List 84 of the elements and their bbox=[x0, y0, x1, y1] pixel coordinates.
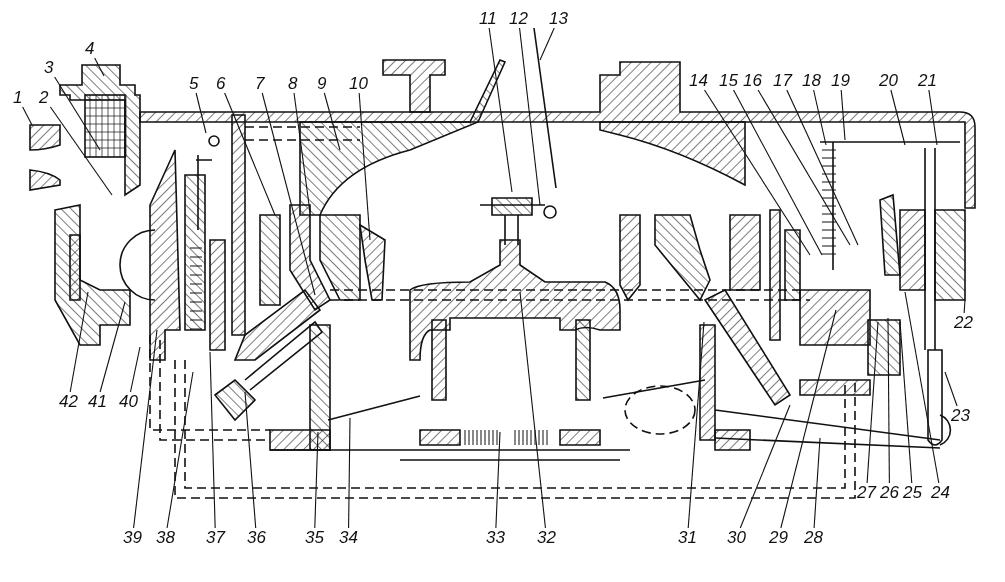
leader-line bbox=[495, 431, 501, 529]
leader-line bbox=[813, 437, 821, 529]
callout-number: 34 bbox=[338, 529, 359, 546]
callout-number: 13 bbox=[548, 10, 569, 27]
leader-line bbox=[887, 317, 890, 484]
leader-line bbox=[519, 291, 546, 529]
leader-line bbox=[704, 89, 811, 256]
leader-line bbox=[69, 291, 89, 393]
leader-line bbox=[687, 321, 705, 529]
leader-line bbox=[780, 309, 837, 529]
leader-line bbox=[348, 417, 351, 529]
leader-line bbox=[757, 89, 851, 246]
leader-line bbox=[224, 92, 276, 216]
leader-line bbox=[261, 92, 316, 296]
leader-line bbox=[866, 321, 879, 484]
leader-line bbox=[49, 106, 113, 196]
leader-line bbox=[899, 321, 913, 484]
leader-line bbox=[22, 106, 33, 126]
callout-number: 31 bbox=[677, 529, 698, 546]
callout-number: 4 bbox=[84, 40, 96, 57]
leader-line bbox=[904, 291, 940, 484]
callout-number: 17 bbox=[772, 72, 793, 89]
callout-number: 40 bbox=[118, 393, 139, 410]
leader-line bbox=[314, 431, 319, 529]
callout-number: 19 bbox=[830, 72, 851, 89]
leader-line bbox=[293, 92, 311, 213]
leader-line bbox=[488, 27, 513, 193]
callout-number: 38 bbox=[155, 529, 176, 546]
callout-number: 36 bbox=[246, 529, 267, 546]
callout-number: 26 bbox=[879, 484, 900, 501]
leader-line bbox=[733, 89, 823, 256]
callout-number: 9 bbox=[316, 75, 328, 92]
callout-number: 8 bbox=[287, 75, 299, 92]
callout-number: 21 bbox=[917, 72, 938, 89]
callout-number: 10 bbox=[348, 75, 369, 92]
callout-number: 30 bbox=[726, 529, 747, 546]
leader-line bbox=[813, 89, 827, 146]
leader-line bbox=[840, 89, 846, 141]
leader-line bbox=[166, 371, 194, 529]
callout-number: 6 bbox=[215, 75, 227, 92]
callout-number: 11 bbox=[478, 10, 498, 27]
leader-line bbox=[323, 92, 341, 151]
leader-line bbox=[539, 27, 555, 61]
callout-number: 25 bbox=[902, 484, 923, 501]
leader-line bbox=[244, 391, 257, 529]
callout-number: 23 bbox=[950, 407, 971, 424]
callout-number: 37 bbox=[205, 529, 226, 546]
callout-number: 24 bbox=[930, 484, 951, 501]
callout-number: 32 bbox=[536, 529, 557, 546]
leader-line bbox=[786, 89, 859, 246]
leader-line bbox=[99, 301, 126, 393]
callout-number: 39 bbox=[122, 529, 143, 546]
leader-line bbox=[195, 92, 207, 134]
callout-number: 15 bbox=[718, 72, 739, 89]
leader-line bbox=[358, 92, 371, 241]
leader-line bbox=[928, 89, 938, 146]
callout-number: 1 bbox=[12, 89, 24, 106]
callout-number: 16 bbox=[742, 72, 763, 89]
leader-line bbox=[129, 346, 141, 393]
callout-number: 20 bbox=[878, 72, 899, 89]
leader-line bbox=[209, 351, 216, 529]
leader-line bbox=[944, 371, 958, 407]
callout-number: 12 bbox=[508, 10, 529, 27]
leader-line bbox=[963, 299, 966, 314]
callout-number: 2 bbox=[38, 89, 50, 106]
callout-number: 7 bbox=[254, 75, 266, 92]
leader-line bbox=[133, 329, 158, 529]
callout-number: 41 bbox=[87, 393, 108, 410]
callout-number: 28 bbox=[803, 529, 824, 546]
leader-line bbox=[739, 404, 791, 529]
callout-number: 42 bbox=[58, 393, 79, 410]
callout-number: 35 bbox=[304, 529, 325, 546]
leader-line bbox=[94, 57, 105, 77]
callout-number: 3 bbox=[43, 59, 55, 76]
leader-line bbox=[519, 27, 541, 206]
callout-number: 27 bbox=[856, 484, 877, 501]
callout-number: 29 bbox=[768, 529, 789, 546]
callout-number: 14 bbox=[688, 72, 709, 89]
leader-line bbox=[54, 76, 101, 151]
callout-number: 22 bbox=[953, 314, 974, 331]
callout-number: 5 bbox=[188, 75, 200, 92]
leader-line bbox=[890, 89, 906, 146]
callout-number: 18 bbox=[801, 72, 822, 89]
callout-number: 33 bbox=[485, 529, 506, 546]
